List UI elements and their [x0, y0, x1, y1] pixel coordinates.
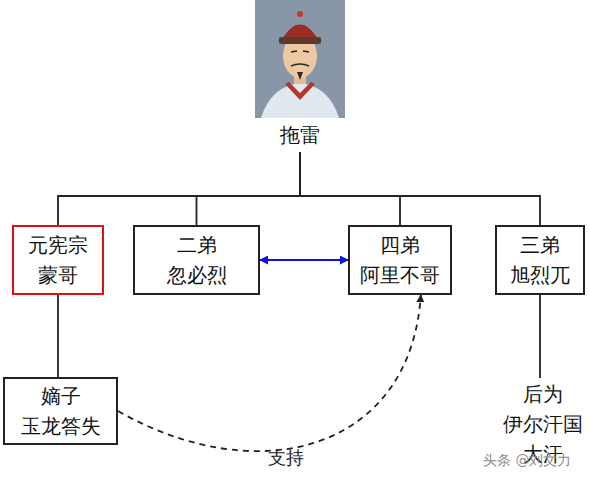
watermark: 头条 @刘文力	[483, 452, 571, 470]
node-text: 三弟 旭烈兀	[497, 230, 583, 290]
node-text: 四弟 阿里不哥	[357, 230, 443, 290]
portrait-illustration	[255, 0, 345, 118]
node-text: 二弟 忽必烈	[154, 230, 240, 290]
connector	[539, 295, 541, 378]
connector	[260, 259, 348, 261]
node-text: 元宪宗 蒙哥	[15, 230, 101, 290]
connector	[300, 152, 540, 225]
node-text: 嫡子 玉龙答失	[18, 381, 104, 441]
person-box: 三弟 旭烈兀	[495, 225, 585, 295]
connector	[197, 152, 301, 225]
connector	[58, 152, 300, 225]
person-box: 嫡子 玉龙答失	[3, 377, 118, 445]
connector	[118, 295, 421, 451]
emperor-box: 元宪宗 蒙哥	[12, 225, 104, 295]
node-text: 拖雷	[280, 120, 320, 150]
connector	[300, 152, 400, 225]
edge-label: 支持	[268, 446, 304, 470]
person-box: 二弟 忽必烈	[133, 225, 260, 295]
connector	[57, 295, 59, 377]
person-box: 四弟 阿里不哥	[348, 225, 452, 295]
